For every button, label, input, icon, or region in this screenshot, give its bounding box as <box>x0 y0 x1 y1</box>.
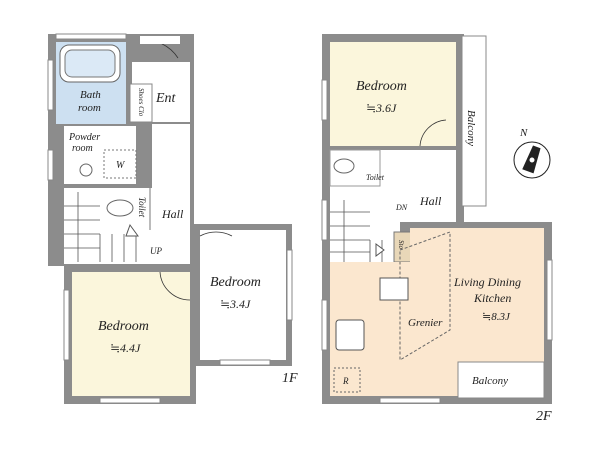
shoes-closet-label: Shoes Clo <box>137 88 145 117</box>
stairs-2f <box>330 196 400 262</box>
refrigerator-space <box>333 367 361 393</box>
balcony-bottom <box>457 361 545 399</box>
grenier-label: Grenier <box>408 317 443 329</box>
bedroom-4-4-label: Bedroom <box>98 319 149 334</box>
floor-2f <box>321 34 553 404</box>
window <box>55 33 127 40</box>
entrance-label: Ent <box>155 91 177 106</box>
ldk-size: ≒8.3J <box>482 311 511 323</box>
floor-1f-label: 1F <box>282 371 298 386</box>
window <box>219 359 271 366</box>
toilet-2f-icon <box>333 158 355 174</box>
bedroom-4-4-size: ≒4.4J <box>110 341 141 355</box>
storage-label: Sto <box>397 240 405 249</box>
window <box>321 79 328 121</box>
refrigerator-label: R <box>342 376 349 386</box>
bedroom-3-4-door-swing <box>199 231 233 237</box>
bedroom-3-6-size: ≒3.6J <box>366 101 397 115</box>
shoes-closet <box>129 83 153 123</box>
window <box>546 259 553 341</box>
arrow-down-icon <box>375 243 385 257</box>
bedroom-3-4-label: Bedroom <box>210 275 261 290</box>
bedroom-3-6-label: Bedroom <box>356 79 407 94</box>
washer-label: W <box>116 160 126 171</box>
washer-space <box>103 149 137 179</box>
balcony-top <box>461 35 487 207</box>
bedroom-4-4 <box>72 272 190 396</box>
compass-icon <box>513 141 551 179</box>
stove-icon <box>379 277 409 301</box>
sink-icon <box>79 163 93 177</box>
bedroom-3-6 <box>330 42 456 146</box>
dn-label: DN <box>395 203 408 212</box>
hall-1f <box>152 124 190 264</box>
grenier-outline <box>399 231 451 361</box>
powder-room <box>64 126 136 184</box>
window <box>47 149 54 181</box>
toilet-1f-label: Toilet <box>137 197 147 218</box>
window <box>99 397 161 404</box>
compass-north-label: N <box>519 127 528 139</box>
hall-2f-label: Hall <box>419 194 442 208</box>
toilet-2f-label: Toilet <box>366 173 385 182</box>
window <box>379 397 441 404</box>
arrow-up-icon <box>125 223 139 237</box>
bedroom-3-4-size: ≒3.4J <box>220 297 251 311</box>
stairs-1f-steps <box>64 192 137 262</box>
sink-2f-icon <box>335 319 365 351</box>
bedroom-3-6-door-swing <box>419 119 447 147</box>
toilet-1f-icon <box>106 199 134 217</box>
ldk-label-2: Kitchen <box>473 291 511 305</box>
bedroom-4-4-door-swing <box>159 271 191 301</box>
window <box>286 249 293 321</box>
bedroom-3-4 <box>200 230 286 360</box>
hall-1f-label: Hall <box>161 207 184 221</box>
window <box>321 199 328 241</box>
ldk-label-1: Living Dining <box>453 275 521 289</box>
balcony-top-label: Balcony <box>465 110 477 146</box>
window <box>63 289 70 361</box>
up-label: UP <box>150 246 162 256</box>
window <box>47 59 54 111</box>
floor-2f-label: 2F <box>536 409 552 424</box>
balcony-bottom-label: Balcony <box>472 375 508 387</box>
window <box>321 299 328 351</box>
floor-1f <box>47 33 293 404</box>
